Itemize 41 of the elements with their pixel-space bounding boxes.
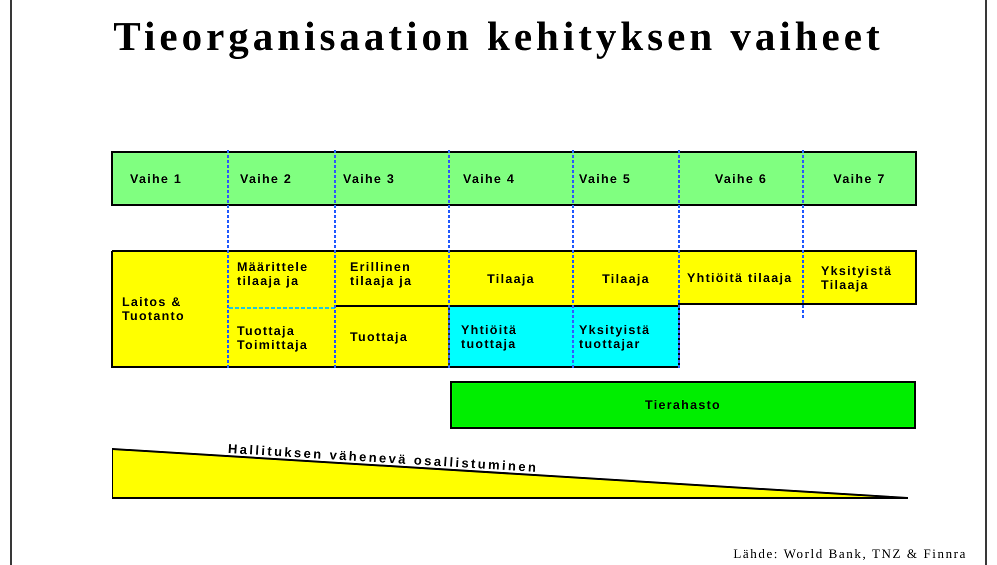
phase-cell [112, 152, 228, 205]
phase-cell [573, 152, 679, 205]
role-label: Tilaaja [602, 272, 650, 286]
role-cell [803, 251, 916, 304]
title: Tieorganisaation kehityksen vaiheet [112, 12, 885, 60]
role-label: Yksityistä Tilaaja [821, 264, 894, 292]
role-cell [573, 306, 679, 367]
phase-label: Vaihe 6 [714, 172, 768, 186]
phase-label: Vaihe 4 [463, 172, 516, 186]
role-cell [573, 251, 679, 306]
role-cell [228, 308, 335, 367]
phase-label: Vaihe 1 [130, 172, 182, 186]
role-cell [335, 251, 449, 306]
phase-label: Vaihe 5 [579, 172, 632, 186]
role-label: Erillinen tilaaja ja [350, 260, 414, 288]
role-cell [335, 306, 449, 367]
role-label: Tuottaja Toimittaja [237, 324, 310, 352]
phase-label: Vaihe 3 [343, 172, 396, 186]
source-note: Lähde: World Bank, TNZ & Finnra [733, 546, 967, 562]
phase-cell [228, 152, 335, 205]
phase-cell [679, 152, 803, 205]
role-label: Määrittele tilaaja ja [237, 260, 310, 288]
phase-cell [335, 152, 449, 205]
role-label: Yhtiöitä tuottaja [461, 322, 518, 350]
role-cell [112, 251, 228, 367]
role-cell [449, 306, 573, 367]
role-label: Yksityistä tuottajar [579, 322, 652, 350]
role-label: Tilaaja [487, 272, 535, 286]
wedge-label: Hallituksen vähenevä osallistuminen [228, 442, 539, 475]
phase-cell [803, 152, 916, 205]
phase-cell [449, 152, 573, 205]
fund-box [450, 381, 916, 429]
role-cell [228, 251, 335, 308]
role-label: Yhtiöitä tilaaja [687, 270, 793, 284]
role-label: Tuottaja [350, 330, 408, 344]
role-cell [449, 251, 573, 306]
role-cell [679, 251, 803, 304]
fund-label: Tierahasto [645, 398, 721, 412]
phase-label: Vaihe 2 [240, 172, 292, 186]
role-label: Laitos & Tuotanto [122, 295, 186, 323]
phase-label: Vaihe 7 [833, 172, 886, 186]
